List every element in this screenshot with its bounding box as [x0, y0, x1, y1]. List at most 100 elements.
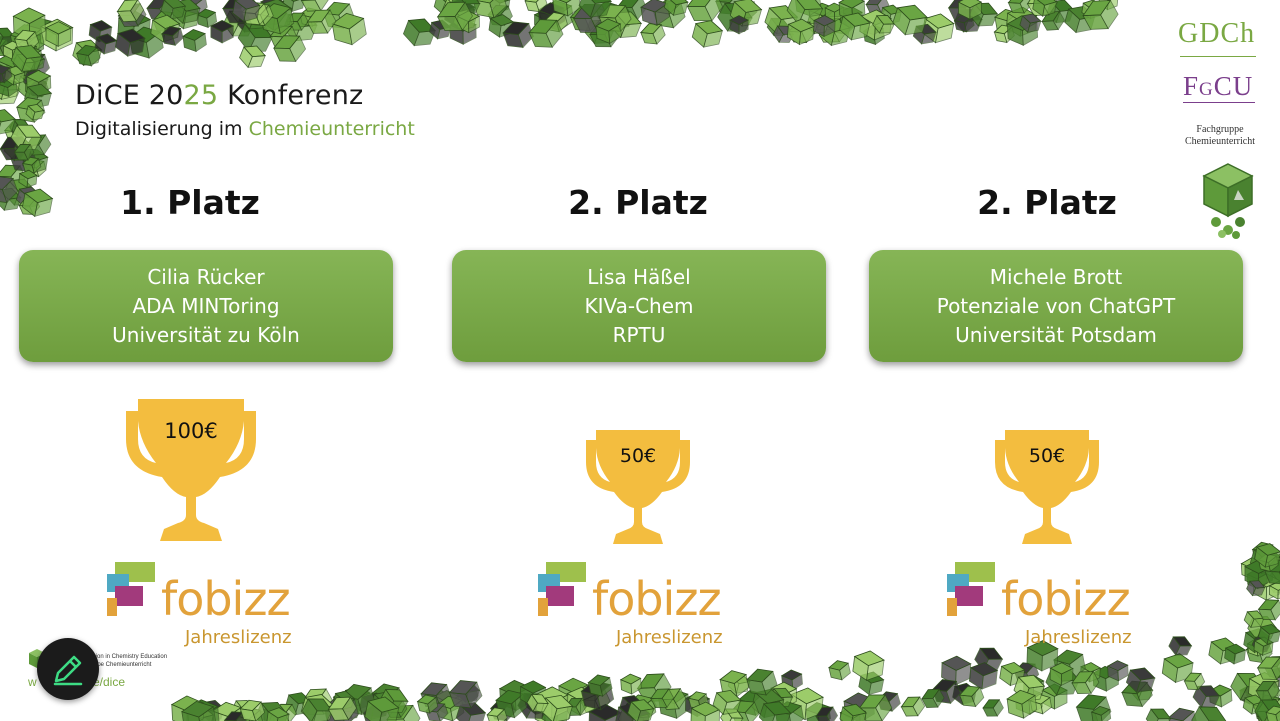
decor-cube [1007, 0, 1033, 14]
decor-cube [10, 124, 43, 151]
decor-cube [239, 45, 267, 69]
decor-cube [160, 0, 187, 20]
pencil-icon [53, 655, 83, 686]
decor-cube [619, 673, 642, 695]
fobizz-logo-1: fobizz Jahreslizenz [105, 560, 325, 660]
gdch-underline [1180, 56, 1256, 57]
decor-cube [686, 0, 724, 22]
decor-cube [10, 45, 43, 73]
decor-cube [1256, 656, 1280, 681]
decor-cube [273, 35, 307, 63]
decor-cube [528, 19, 564, 48]
fobizz-mark-icon [538, 562, 586, 616]
fgcu-underline [1183, 102, 1255, 103]
decor-cube [1224, 643, 1247, 665]
prize-amount-1: 100€ [164, 419, 218, 443]
decor-cube [729, 15, 750, 35]
decor-cube [1082, 0, 1119, 30]
winner-name: Lisa Häßel [587, 265, 691, 289]
decor-cube [1041, 10, 1065, 31]
decor-cube [852, 650, 885, 682]
prize-amount-2: 50€ [619, 445, 657, 467]
decor-cube [94, 33, 118, 55]
decor-cube [18, 169, 38, 189]
decor-cube [364, 696, 400, 721]
decor-cube [1125, 667, 1156, 694]
decor-cube [502, 21, 534, 49]
decor-cube [1106, 660, 1129, 682]
decor-cube [1258, 623, 1280, 645]
decor-cube [551, 0, 581, 17]
decor-cube [115, 28, 146, 57]
winner-card-2: Lisa Häßel KIVa-Chem RPTU [452, 250, 826, 362]
winner-institution: Universität zu Köln [112, 323, 300, 347]
decor-cube [239, 699, 266, 721]
decor-cube [865, 0, 890, 15]
conference-subtitle: Digitalisierung im Chemieunterricht [75, 118, 415, 140]
footer-url-start: w [28, 675, 37, 689]
decor-cube [627, 699, 655, 721]
decor-cube [416, 694, 439, 714]
decor-cube [0, 65, 13, 84]
fobizz-wordmark: fobizz [1001, 572, 1131, 626]
decor-cube [21, 188, 54, 218]
decor-cube [301, 698, 333, 721]
winner-name: Michele Brott [989, 265, 1123, 289]
winner-name: Cilia Rücker [147, 265, 265, 289]
fobizz-wordmark: fobizz [161, 572, 291, 626]
decor-cube [1183, 672, 1206, 691]
fobizz-logo-3: fobizz Jahreslizenz [945, 560, 1165, 660]
decor-cube [448, 680, 483, 709]
decor-cube [75, 44, 101, 67]
decor-cube [182, 29, 207, 53]
decor-cube [1246, 580, 1266, 597]
trophy-icon [126, 399, 256, 541]
decor-cube [0, 176, 19, 204]
decor-cube [1257, 599, 1280, 621]
decor-cube [1255, 680, 1280, 701]
license-label: Jahreslizenz [185, 627, 292, 648]
decor-cube [0, 109, 17, 136]
decor-cube [327, 696, 358, 721]
decor-cube [1019, 13, 1042, 33]
decor-cube [587, 674, 613, 697]
place-heading-1: 1. Platz [120, 183, 260, 222]
decor-cube [45, 21, 72, 48]
decor-cube [1071, 670, 1100, 695]
prize-amount-3: 50€ [1028, 445, 1066, 467]
decor-cube [691, 20, 724, 48]
decor-cube [663, 0, 689, 17]
decor-cube [1268, 581, 1280, 600]
trophy-icon [586, 430, 690, 544]
decor-cube [1168, 636, 1193, 656]
decor-cube [486, 707, 508, 721]
decor-cube [941, 655, 972, 686]
place-heading-3: 2. Platz [977, 183, 1117, 222]
decor-cube [1032, 0, 1058, 17]
decor-cube [526, 693, 549, 713]
decor-cube [690, 701, 721, 721]
decor-cube [1145, 708, 1172, 721]
decor-cube [25, 103, 45, 121]
decor-cube [640, 23, 666, 45]
winner-project: KIVa-Chem [584, 294, 694, 318]
decor-cube [815, 706, 839, 721]
gdch-logo: GDCh [1178, 18, 1256, 49]
decor-cube [968, 662, 999, 690]
decor-cube [21, 156, 42, 174]
fobizz-mark-icon [947, 562, 995, 616]
trophy-icon [995, 430, 1099, 544]
decor-cube [957, 0, 983, 20]
decor-cube [650, 688, 675, 709]
edit-button[interactable] [37, 638, 99, 700]
decor-cube [331, 12, 367, 46]
decor-cube [712, 689, 742, 716]
decor-cube [595, 18, 622, 45]
decor-cube [1192, 685, 1221, 708]
decor-cube [900, 696, 926, 717]
place-heading-2: 2. Platz [568, 183, 708, 222]
decor-cube [13, 143, 35, 161]
